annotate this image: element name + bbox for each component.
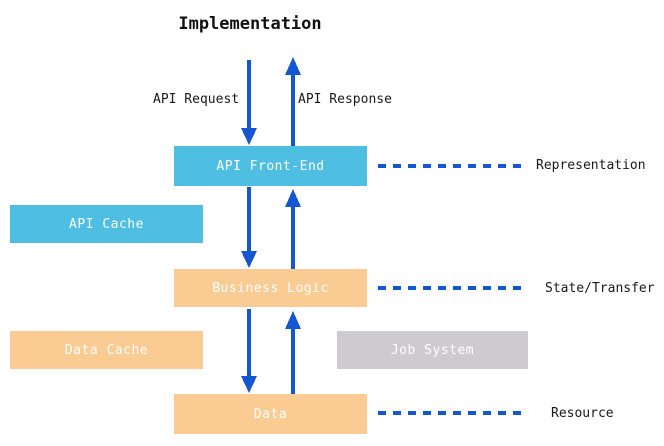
arrow-api-response-out: [285, 57, 301, 146]
arrow-logic-to-frontend: [285, 189, 301, 269]
arrow-data-to-logic: [285, 311, 301, 394]
node-api-cache[interactable]: API Cache: [10, 205, 203, 243]
arrow-frontend-to-logic: [241, 187, 257, 268]
node-business-logic[interactable]: Business Logic: [174, 269, 367, 307]
arrow-api-request-in: [241, 60, 257, 145]
side-label-resource: Resource: [551, 406, 614, 421]
arrow-logic-to-data: [241, 309, 257, 393]
node-data[interactable]: Data: [174, 394, 367, 434]
side-label-representation: Representation: [536, 158, 646, 173]
node-data-cache-label: Data Cache: [64, 342, 149, 358]
node-api-front-end-label: API Front-End: [216, 158, 325, 174]
node-data-label: Data: [253, 406, 288, 422]
node-api-front-end[interactable]: API Front-End: [174, 146, 367, 186]
node-job-system[interactable]: Job System: [337, 331, 528, 369]
edge-label-api-response: API Response: [298, 92, 392, 107]
node-business-logic-label: Business Logic: [212, 280, 329, 296]
node-api-cache-label: API Cache: [69, 216, 144, 232]
node-job-system-label: Job System: [390, 342, 475, 358]
page-title: Implementation: [178, 14, 322, 34]
node-data-cache[interactable]: Data Cache: [10, 331, 203, 369]
side-label-state-transfer: State/Transfer: [545, 281, 655, 296]
edge-label-api-request: API Request: [153, 92, 240, 107]
